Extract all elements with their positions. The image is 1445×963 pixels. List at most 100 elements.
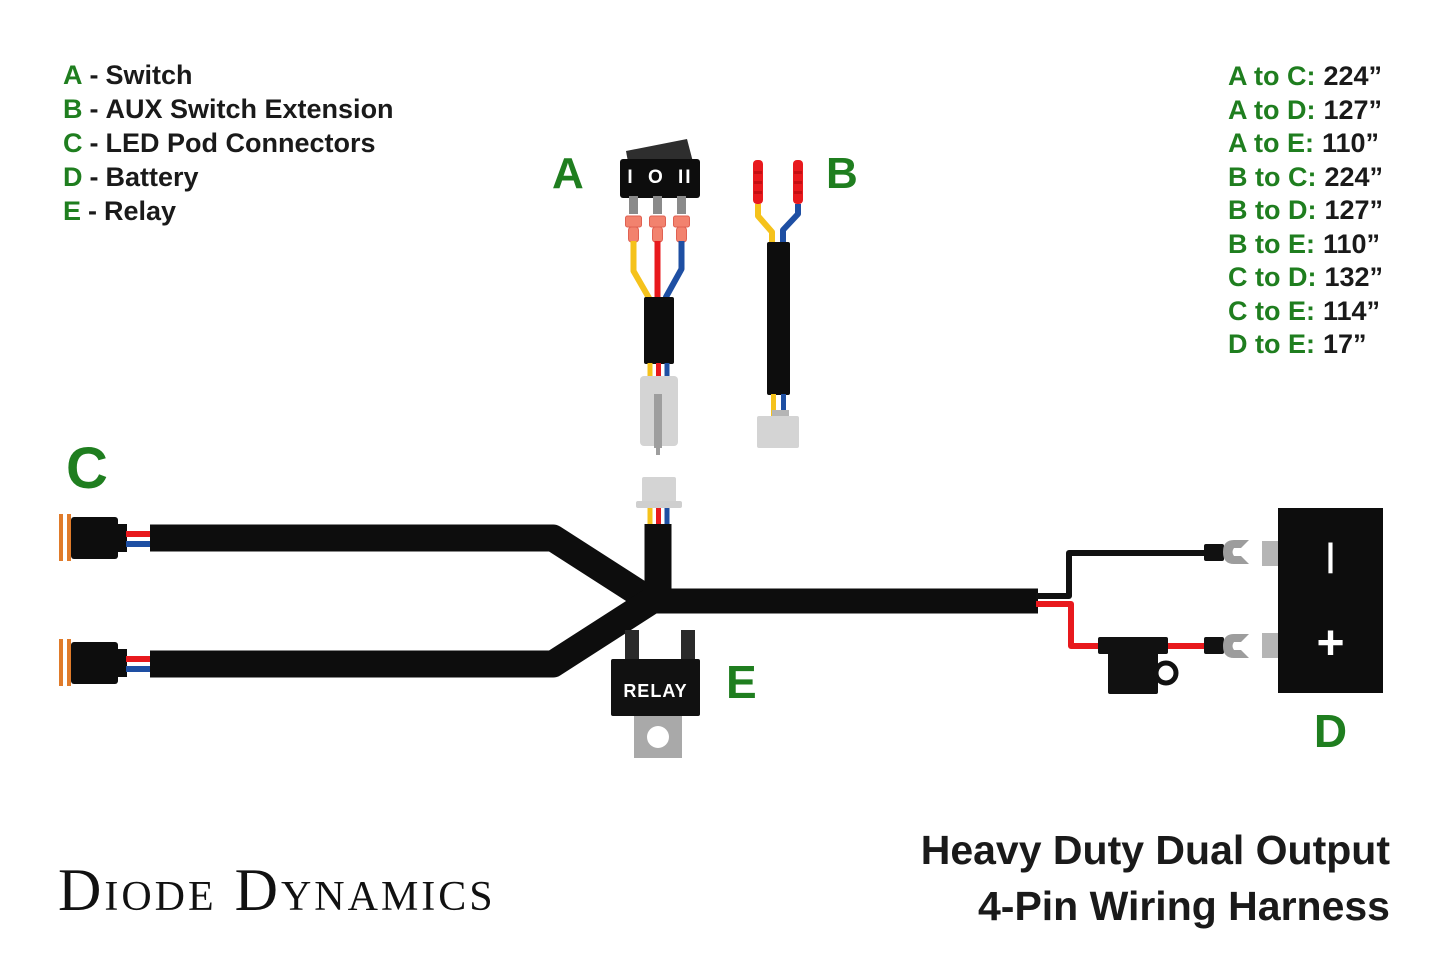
aux-connector bbox=[757, 416, 799, 448]
legend-separator: - bbox=[89, 94, 99, 124]
female-connector-graphic bbox=[636, 477, 682, 527]
harness-trunk bbox=[150, 524, 1038, 678]
seal-ring bbox=[67, 514, 71, 561]
yellow-wire bbox=[755, 204, 775, 244]
measurement-row: A to E:110” bbox=[1228, 127, 1383, 161]
measurement-pair: B to D: bbox=[1228, 195, 1317, 225]
measurement-value: 17” bbox=[1323, 329, 1367, 359]
legend-item: A-Switch bbox=[63, 58, 394, 92]
pod-connector-graphic-bottom bbox=[59, 639, 152, 686]
relay-graphic bbox=[611, 630, 700, 758]
battery-stud bbox=[1262, 541, 1279, 566]
pod-connector-body bbox=[71, 642, 118, 684]
legend-letter: D bbox=[63, 162, 83, 192]
measurement-pair: C to D: bbox=[1228, 262, 1317, 292]
female-connector-flange bbox=[636, 501, 682, 508]
switch-pin bbox=[653, 196, 662, 214]
switch-body bbox=[620, 159, 700, 198]
fork-terminal bbox=[1223, 634, 1249, 658]
measurement-pair: A to D: bbox=[1228, 94, 1316, 125]
measurement-value: 110” bbox=[1323, 228, 1381, 259]
measurement-value: 224” bbox=[1323, 61, 1383, 91]
crimp-terminals bbox=[625, 215, 690, 243]
measurement-value: 224” bbox=[1324, 161, 1384, 192]
label-relay: E bbox=[726, 656, 757, 708]
measurement-pair: D to E: bbox=[1228, 329, 1315, 359]
legend-letter: E bbox=[63, 196, 82, 226]
wire-crimp bbox=[1204, 637, 1224, 654]
measurement-value: 114” bbox=[1323, 295, 1381, 326]
legend-item: C-LED Pod Connectors bbox=[63, 126, 394, 160]
fuse-holder-body bbox=[1108, 652, 1158, 694]
measurement-value: 127” bbox=[1323, 94, 1383, 125]
measurement-pair: A to E: bbox=[1228, 128, 1314, 158]
measurement-row: A to C:224” bbox=[1228, 60, 1383, 94]
blue-wire bbox=[780, 204, 801, 244]
seal-ring bbox=[67, 639, 71, 686]
label-pod-connectors: C bbox=[66, 436, 108, 501]
legend-item: D-Battery bbox=[63, 160, 394, 194]
pod-connector-graphic-top bbox=[59, 514, 152, 561]
battery-wiring-graphic bbox=[1036, 508, 1383, 694]
legend-item: B-AUX Switch Extension bbox=[63, 92, 394, 126]
measurement-row: B to D:127” bbox=[1228, 194, 1383, 228]
measurement-pair: B to E: bbox=[1228, 228, 1315, 259]
measurement-pair: C to E: bbox=[1228, 295, 1315, 326]
pod-connector-step bbox=[117, 649, 127, 677]
legend-letter: B bbox=[63, 94, 83, 124]
legend-label: AUX Switch Extension bbox=[105, 94, 394, 124]
legend-separator: - bbox=[88, 196, 98, 226]
connector-blade-pin bbox=[654, 394, 662, 448]
wire-crimp bbox=[1204, 544, 1224, 561]
relay-tab bbox=[625, 630, 639, 661]
legend-separator: - bbox=[89, 60, 99, 90]
switch-position-markings: I O II bbox=[627, 167, 693, 188]
aux-extension-graphic bbox=[753, 160, 803, 448]
label-battery: D bbox=[1313, 705, 1348, 757]
harness-cable-bottom bbox=[150, 589, 659, 678]
relay-mount-hole bbox=[647, 726, 669, 748]
measurement-row: A to D:127” bbox=[1228, 94, 1383, 128]
measurement-row: D to E: 17” bbox=[1228, 328, 1383, 362]
seal-ring bbox=[59, 639, 63, 686]
product-title: Heavy Duty Dual Output 4-Pin Wiring Harn… bbox=[921, 822, 1390, 934]
relay-label-text: RELAY bbox=[623, 681, 688, 701]
switch-rocker-icon bbox=[626, 139, 693, 162]
relay-body bbox=[611, 659, 700, 716]
power-wire bbox=[1036, 601, 1103, 649]
connector-blade-tip bbox=[656, 448, 660, 455]
fuse-holder-bar bbox=[1098, 637, 1168, 654]
legend-separator: - bbox=[89, 162, 99, 192]
measurement-pair: B to C: bbox=[1228, 161, 1317, 192]
seal-ring bbox=[59, 514, 63, 561]
legend-label: Relay bbox=[104, 196, 177, 226]
yellow-wire bbox=[630, 241, 652, 302]
switch-pin bbox=[677, 196, 686, 214]
pod-connector-body bbox=[71, 517, 118, 559]
legend-letter: A bbox=[63, 60, 83, 90]
switch-graphic bbox=[620, 139, 700, 455]
measurements: A to C:224” A to D:127” A to E:110” B to… bbox=[1228, 60, 1383, 362]
switch-pin bbox=[629, 196, 638, 214]
measurement-value: 127” bbox=[1324, 195, 1384, 225]
blue-wire bbox=[663, 241, 685, 302]
measurement-row: B to E: 110” bbox=[1228, 228, 1383, 262]
legend-label: Switch bbox=[105, 60, 193, 90]
measurement-pair: A to C: bbox=[1228, 61, 1316, 91]
measurement-value: 132” bbox=[1324, 262, 1384, 292]
ground-wire bbox=[1036, 550, 1207, 599]
battery-positive-symbol: + bbox=[1316, 617, 1345, 670]
relay-tab bbox=[681, 630, 695, 661]
measurement-row: C to D:132” bbox=[1228, 261, 1383, 295]
wire-sleeve bbox=[644, 297, 674, 364]
legend-label: Battery bbox=[105, 162, 199, 192]
brand-logo: Diode Dynamics bbox=[58, 857, 496, 923]
measurement-row: B to C:224” bbox=[1228, 161, 1383, 195]
measurement-value: 110” bbox=[1321, 128, 1380, 158]
battery-body bbox=[1278, 508, 1383, 693]
legend-letter: C bbox=[63, 128, 83, 158]
fuse-pull-loop bbox=[1153, 660, 1179, 686]
battery-stud bbox=[1262, 633, 1279, 658]
product-title-line2: 4-Pin Wiring Harness bbox=[977, 883, 1390, 929]
